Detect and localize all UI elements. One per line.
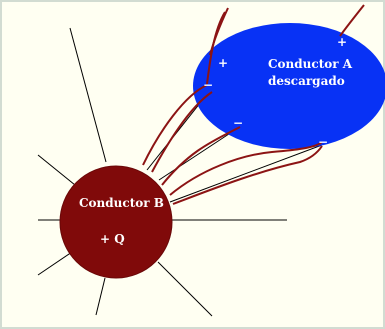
charge-sign-minus-left: − xyxy=(203,78,213,92)
curved-line-3 xyxy=(161,126,241,186)
field-line-lower-left xyxy=(37,251,73,276)
curved-line-top-2 xyxy=(209,7,229,56)
curved-line-2 xyxy=(151,91,213,173)
charge-sign-plus-top: + xyxy=(337,35,347,49)
field-line-up xyxy=(69,27,107,163)
curved-line-top-right xyxy=(339,4,365,37)
conductor-b-body xyxy=(59,165,173,279)
field-line-lower-right xyxy=(157,261,213,317)
field-line-to-a-3 xyxy=(169,144,323,203)
conductor-a-body xyxy=(193,23,385,149)
conductor-a-title: Conductor A xyxy=(268,57,353,71)
charge-sign-plus-left: + xyxy=(218,56,228,70)
curved-field-lines xyxy=(142,4,365,205)
curved-line-5 xyxy=(172,145,323,205)
charge-sign-minus-bottom-left: − xyxy=(233,116,243,130)
conductor-a-subtitle: descargado xyxy=(268,74,345,88)
radial-field-lines xyxy=(37,27,323,317)
field-line-upper-left xyxy=(37,154,76,186)
field-line-down xyxy=(95,277,106,316)
conductor-b-title: Conductor B xyxy=(79,196,164,210)
curved-line-4 xyxy=(169,141,323,196)
curved-line-1 xyxy=(142,84,208,166)
conductor-b-charge: + Q xyxy=(100,232,125,246)
field-line-to-a-2 xyxy=(158,127,239,181)
charge-sign-minus-bottom-right: − xyxy=(318,135,328,149)
